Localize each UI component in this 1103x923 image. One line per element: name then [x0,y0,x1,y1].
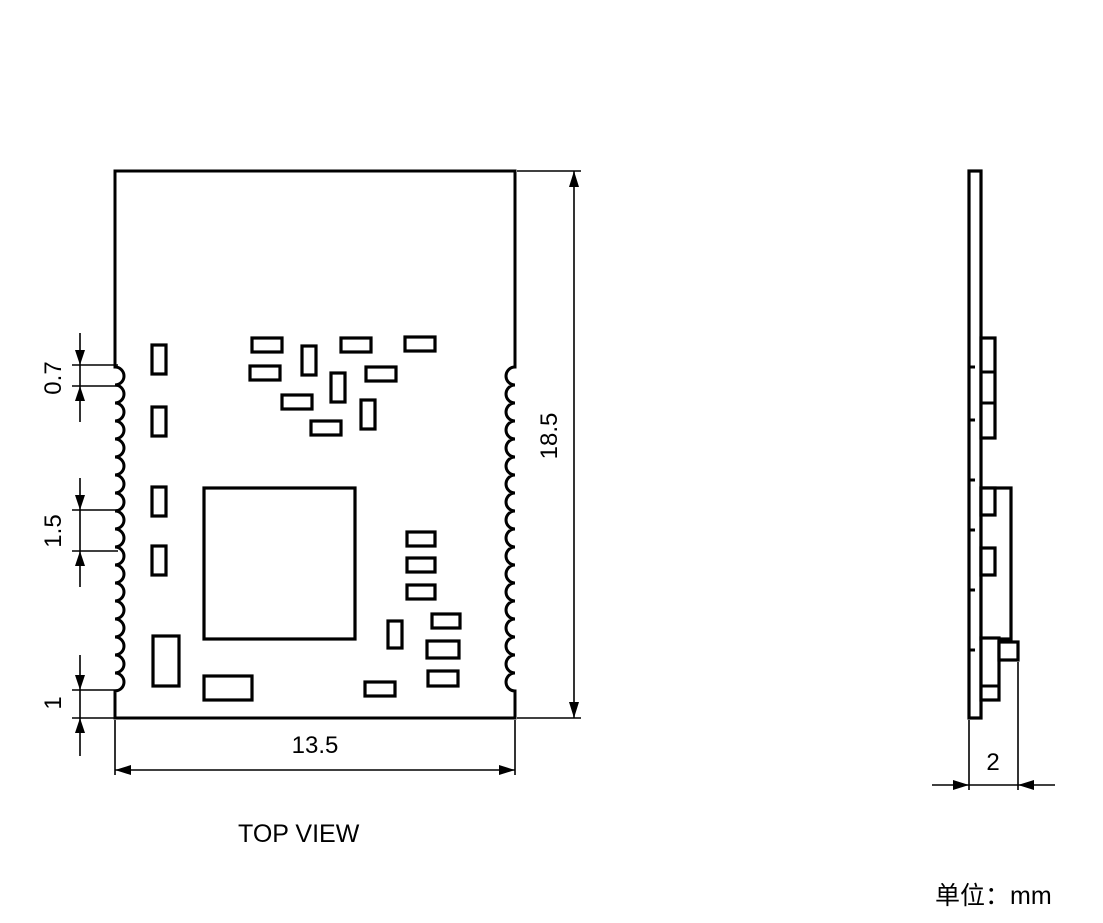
top-view: 18.5 13.5 0.7 1.5 [40,169,581,775]
component [329,371,347,404]
component [430,612,462,630]
component [150,544,168,577]
width-value: 13.5 [292,732,339,759]
width-dimension: 13.5 [114,720,516,775]
component [386,619,404,650]
component [339,336,373,354]
pad-width-dimension: 0.7 [40,333,118,422]
component [150,405,168,438]
component [997,640,1020,662]
unit-label: 单位：mm [935,882,1052,910]
pad-pitch-dimension: 1.5 [40,478,118,587]
component [300,344,318,377]
component [250,336,284,354]
component [150,485,168,518]
pad-width-value: 0.7 [40,361,67,394]
component [150,343,168,376]
bottom-offset-dimension: 1 [40,655,118,756]
component [202,674,254,702]
height-value: 18.5 [536,413,563,460]
component [151,634,181,688]
main-ic [202,486,357,641]
pcb-edge [967,169,983,720]
component [309,419,343,437]
pad-pitch-value: 1.5 [40,514,67,547]
component [363,680,397,698]
component [403,335,437,353]
component [405,556,437,574]
height-dimension: 18.5 [517,170,581,719]
component [248,364,282,382]
thickness-dimension: 2 [932,662,1055,790]
module-outline [113,169,517,720]
component [405,530,437,548]
component [426,669,460,688]
component [425,639,461,660]
component [364,365,398,383]
component [979,636,1001,702]
component [359,398,377,431]
component [979,336,997,440]
side-view: 2 [932,169,1055,790]
component [280,393,314,411]
top-view-label: TOP VIEW [238,820,360,848]
thickness-value: 2 [986,749,999,776]
component [979,486,997,517]
bottom-offset-value: 1 [40,696,67,709]
component [979,546,997,577]
component [405,583,437,601]
